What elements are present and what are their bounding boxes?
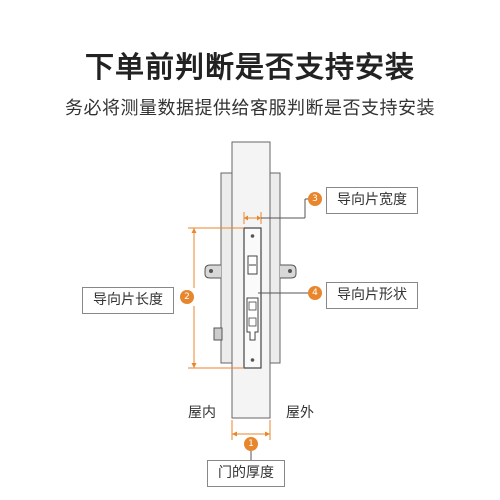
outer-handle bbox=[280, 264, 297, 279]
outside-label: 屋外 bbox=[286, 405, 314, 421]
inner-lock-panel bbox=[220, 172, 233, 364]
inner-handle bbox=[204, 264, 221, 279]
page-title: 下单前判断是否支持安装 bbox=[84, 50, 415, 84]
guide-shape-label: 导向片形状 bbox=[326, 282, 418, 309]
door-thickness-label: 门的厚度 bbox=[207, 460, 285, 487]
badge-2: 2 bbox=[180, 290, 194, 304]
outer-lock-panel bbox=[269, 172, 281, 364]
deadbolt-slot bbox=[246, 297, 259, 341]
guide-width-label: 导向片宽度 bbox=[326, 187, 418, 214]
badge-1: 1 bbox=[244, 437, 258, 451]
badge-4: 4 bbox=[308, 286, 322, 300]
inner-thumb-turn bbox=[213, 327, 223, 341]
inside-label: 屋内 bbox=[188, 405, 216, 421]
guide-length-label: 导向片长度 bbox=[82, 287, 174, 314]
badge-3: 3 bbox=[308, 192, 322, 206]
page-subtitle: 务必将测量数据提供给客服判断是否支持安装 bbox=[65, 98, 435, 119]
